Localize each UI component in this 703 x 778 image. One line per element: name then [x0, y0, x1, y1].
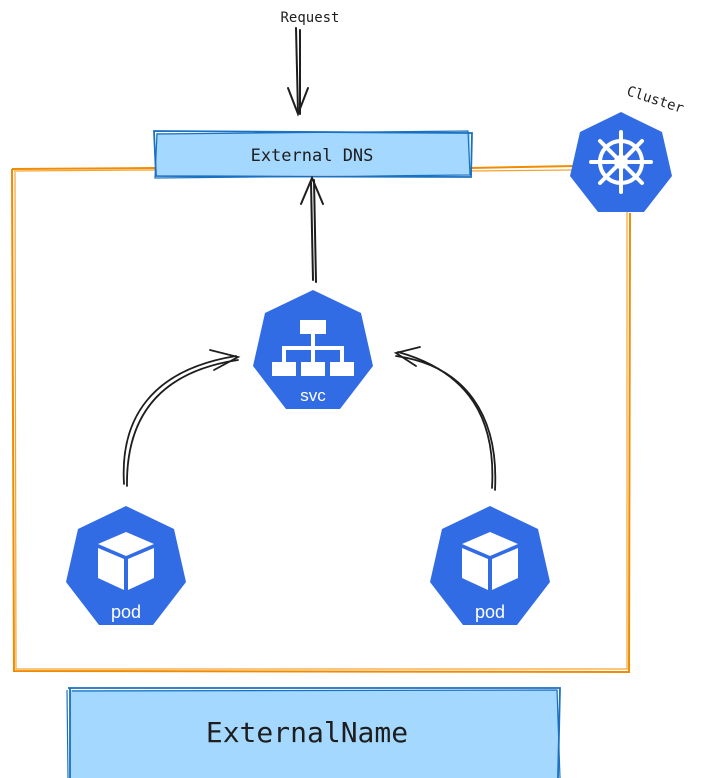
cluster-label: Cluster — [625, 83, 686, 116]
externalname-label: ExternalName — [206, 716, 408, 749]
cluster-border — [11, 165, 631, 674]
pod-right-label: pod — [475, 602, 505, 622]
cluster-k8s-icon — [570, 112, 672, 212]
pod-left-to-svc-arrow — [122, 349, 241, 487]
service-icon[interactable]: svc — [253, 290, 373, 409]
external-dns-label: External DNS — [251, 146, 374, 166]
pod-left-label: pod — [111, 602, 141, 622]
pod-right-to-svc-arrow — [393, 346, 497, 491]
network-hierarchy-icon — [272, 320, 354, 376]
cube-icon — [462, 532, 518, 590]
external-dns-box[interactable]: External DNS — [153, 130, 473, 179]
externalname-box[interactable]: ExternalName — [66, 687, 561, 778]
cube-icon — [98, 532, 154, 590]
svc-to-dns-arrow — [300, 175, 324, 283]
request-label: Request — [280, 10, 339, 26]
service-label: svc — [300, 386, 326, 405]
pod-left-icon[interactable]: pod — [66, 506, 186, 625]
request-arrow — [287, 27, 309, 117]
pod-right-icon[interactable]: pod — [430, 506, 550, 625]
